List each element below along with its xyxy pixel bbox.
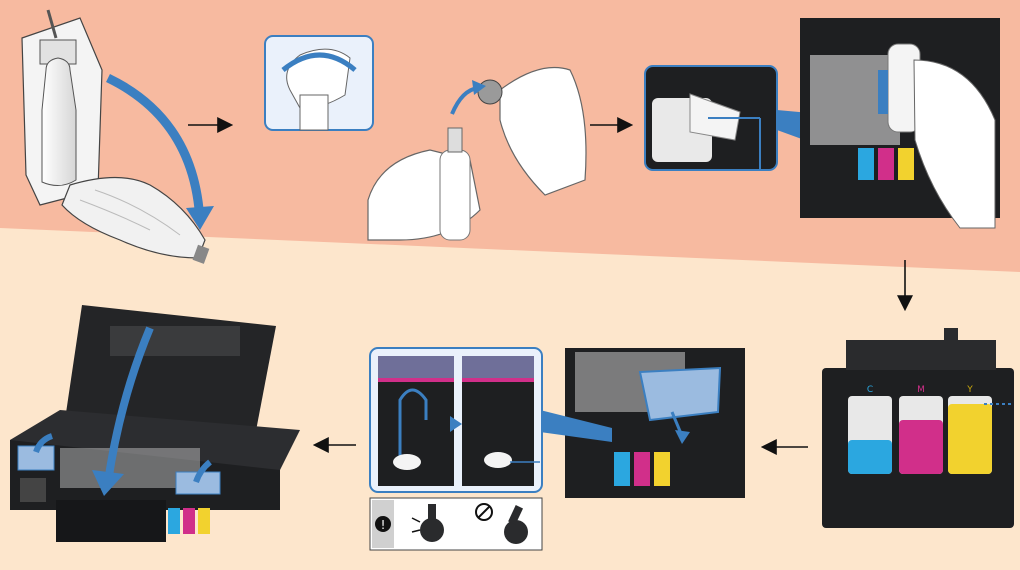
- ink-tank-cyan: C: [848, 385, 892, 474]
- svg-text:!: !: [381, 518, 386, 532]
- ink-tank-label: Y: [966, 385, 973, 395]
- prohibited-icon: [475, 503, 493, 521]
- tank-cap-closeup-icon: [644, 65, 778, 171]
- warning-panel: !: [369, 497, 543, 551]
- close-tank-cover-icon: [565, 348, 745, 498]
- flow-arrow-bag: [106, 73, 205, 223]
- ink-tank-label: C: [867, 385, 873, 395]
- ink-tank-yellow: Y: [948, 385, 992, 474]
- ink-tanks-front-icon: C M Y: [822, 328, 1014, 528]
- ink-bottle-bag-icon: [21, 9, 103, 206]
- insert-bottle-icon: [800, 18, 1000, 229]
- ink-tank-magenta: M: [899, 385, 943, 474]
- twist-cap-icon: [264, 35, 374, 131]
- open-bag-icon: [61, 176, 210, 264]
- cap-seated-icon: [369, 347, 543, 493]
- close-scanner-unit-icon: [10, 305, 300, 542]
- flow-arrowhead-bag: [186, 206, 214, 230]
- ink-tank-label: M: [917, 385, 925, 395]
- warning-icon: !: [372, 500, 394, 548]
- remove-cap-icon: [367, 66, 587, 241]
- callout-connector-2: [540, 410, 612, 442]
